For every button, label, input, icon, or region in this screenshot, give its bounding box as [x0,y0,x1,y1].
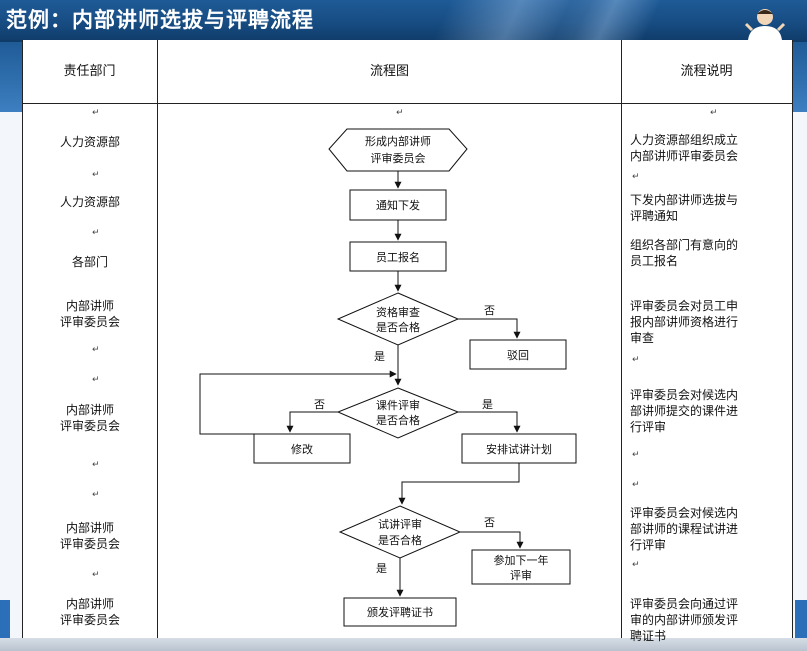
header-flow: 流程图 [369,64,409,79]
start-node-label: 评审委员会 [371,151,426,165]
paragraph-mark: ↵ [92,460,100,470]
courseware-no-label: 否 [314,398,325,411]
qualify-decision [336,292,460,346]
paragraph-mark: ↵ [710,108,718,118]
dept-cell: 内部讲师评审委员会 [59,403,120,433]
qualify-yes-label: 是 [374,350,385,363]
paragraph-mark: ↵ [92,108,100,118]
paragraph-mark: ↵ [632,172,640,182]
certify-step-label: 颁发评聘证书 [367,605,433,619]
signup-step-label: 员工报名 [376,250,420,264]
desc-cell: 评审委员会对候选内部讲师提交的课件进行评审 [630,388,739,434]
certify-step [343,597,457,627]
reject-step-label: 驳回 [507,349,529,362]
trial-yes-label: 是 [376,562,387,575]
footer-strip [0,638,807,651]
dept-cell: 内部讲师评审委员会 [59,597,120,627]
header-dept: 责任部门 [63,64,116,79]
decorative-bar [795,600,807,638]
paragraph-mark: ↵ [632,355,640,365]
revise-step-label: 修改 [291,442,313,456]
title-banner: 范例：内部讲师选拔与评聘流程 [0,0,807,42]
paragraph-mark: ↵ [92,345,100,355]
notify-step [349,189,447,221]
qualify-no-label: 否 [484,304,495,317]
schedule-step-label: 安排试讲计划 [486,442,552,456]
paragraph-mark: ↵ [92,375,100,385]
desc-cell: 人力资源部组织成立内部讲师评审委员会 [630,133,739,163]
person-icon [744,9,786,40]
dept-cell: 人力资源部 [59,195,120,209]
paragraph-mark: ↵ [632,480,640,490]
schedule-step [461,433,577,464]
paragraph-mark: ↵ [632,450,640,460]
slide-title: 范例：内部讲师选拔与评聘流程 [6,8,314,32]
dept-cell: 人力资源部 [59,135,120,149]
trial-decision [338,505,462,559]
start-node-label: 形成内部讲师 [365,134,431,148]
nextyear-step-label: 评审 [510,568,532,582]
courseware-decision-label: 是否合格 [376,413,420,427]
qualify-decision-label: 是否合格 [376,320,420,334]
trial-no-label: 否 [484,516,495,529]
desc-cell: 评审委员会对候选内部讲师的课程试讲进行评审 [630,506,739,552]
column-divider [157,40,158,638]
paragraph-mark: ↵ [92,228,100,238]
revise-step [253,433,351,464]
dept-cell: 内部讲师评审委员会 [59,521,120,551]
desc-cell: 评审委员会向通过评审的内部讲师颁发评聘证书 [630,597,739,643]
desc-cell: 评审委员会对员工申报内部讲师资格进行审查 [630,299,739,345]
dept-cell: 内部讲师评审委员会 [59,299,120,329]
paragraph-mark: ↵ [632,560,640,570]
decorative-bar [0,600,10,638]
column-divider [621,40,622,638]
qualify-decision-label: 资格审查 [376,305,420,319]
notify-step-label: 通知下发 [376,198,420,212]
header-divider [22,103,792,104]
paragraph-mark: ↵ [396,108,404,118]
nextyear-step [471,549,571,585]
nextyear-step-label: 参加下一年 [494,553,549,567]
paragraph-mark: ↵ [92,490,100,500]
start-node [328,128,468,172]
desc-cell: 下发内部讲师选拔与评聘通知 [630,193,739,223]
trial-decision-label: 是否合格 [378,533,422,547]
paragraph-mark: ↵ [92,170,100,180]
header-desc: 流程说明 [680,64,733,79]
desc-cell: 组织各部门有意向的员工报名 [630,238,739,268]
dept-cell: 各部门 [71,255,108,269]
courseware-decision-label: 课件评审 [376,398,420,412]
trial-decision-label: 试讲评审 [378,517,422,531]
signup-step [349,241,447,272]
reject-step [469,339,567,370]
paragraph-mark: ↵ [92,570,100,580]
courseware-yes-label: 是 [482,398,493,411]
courseware-decision [336,387,460,439]
